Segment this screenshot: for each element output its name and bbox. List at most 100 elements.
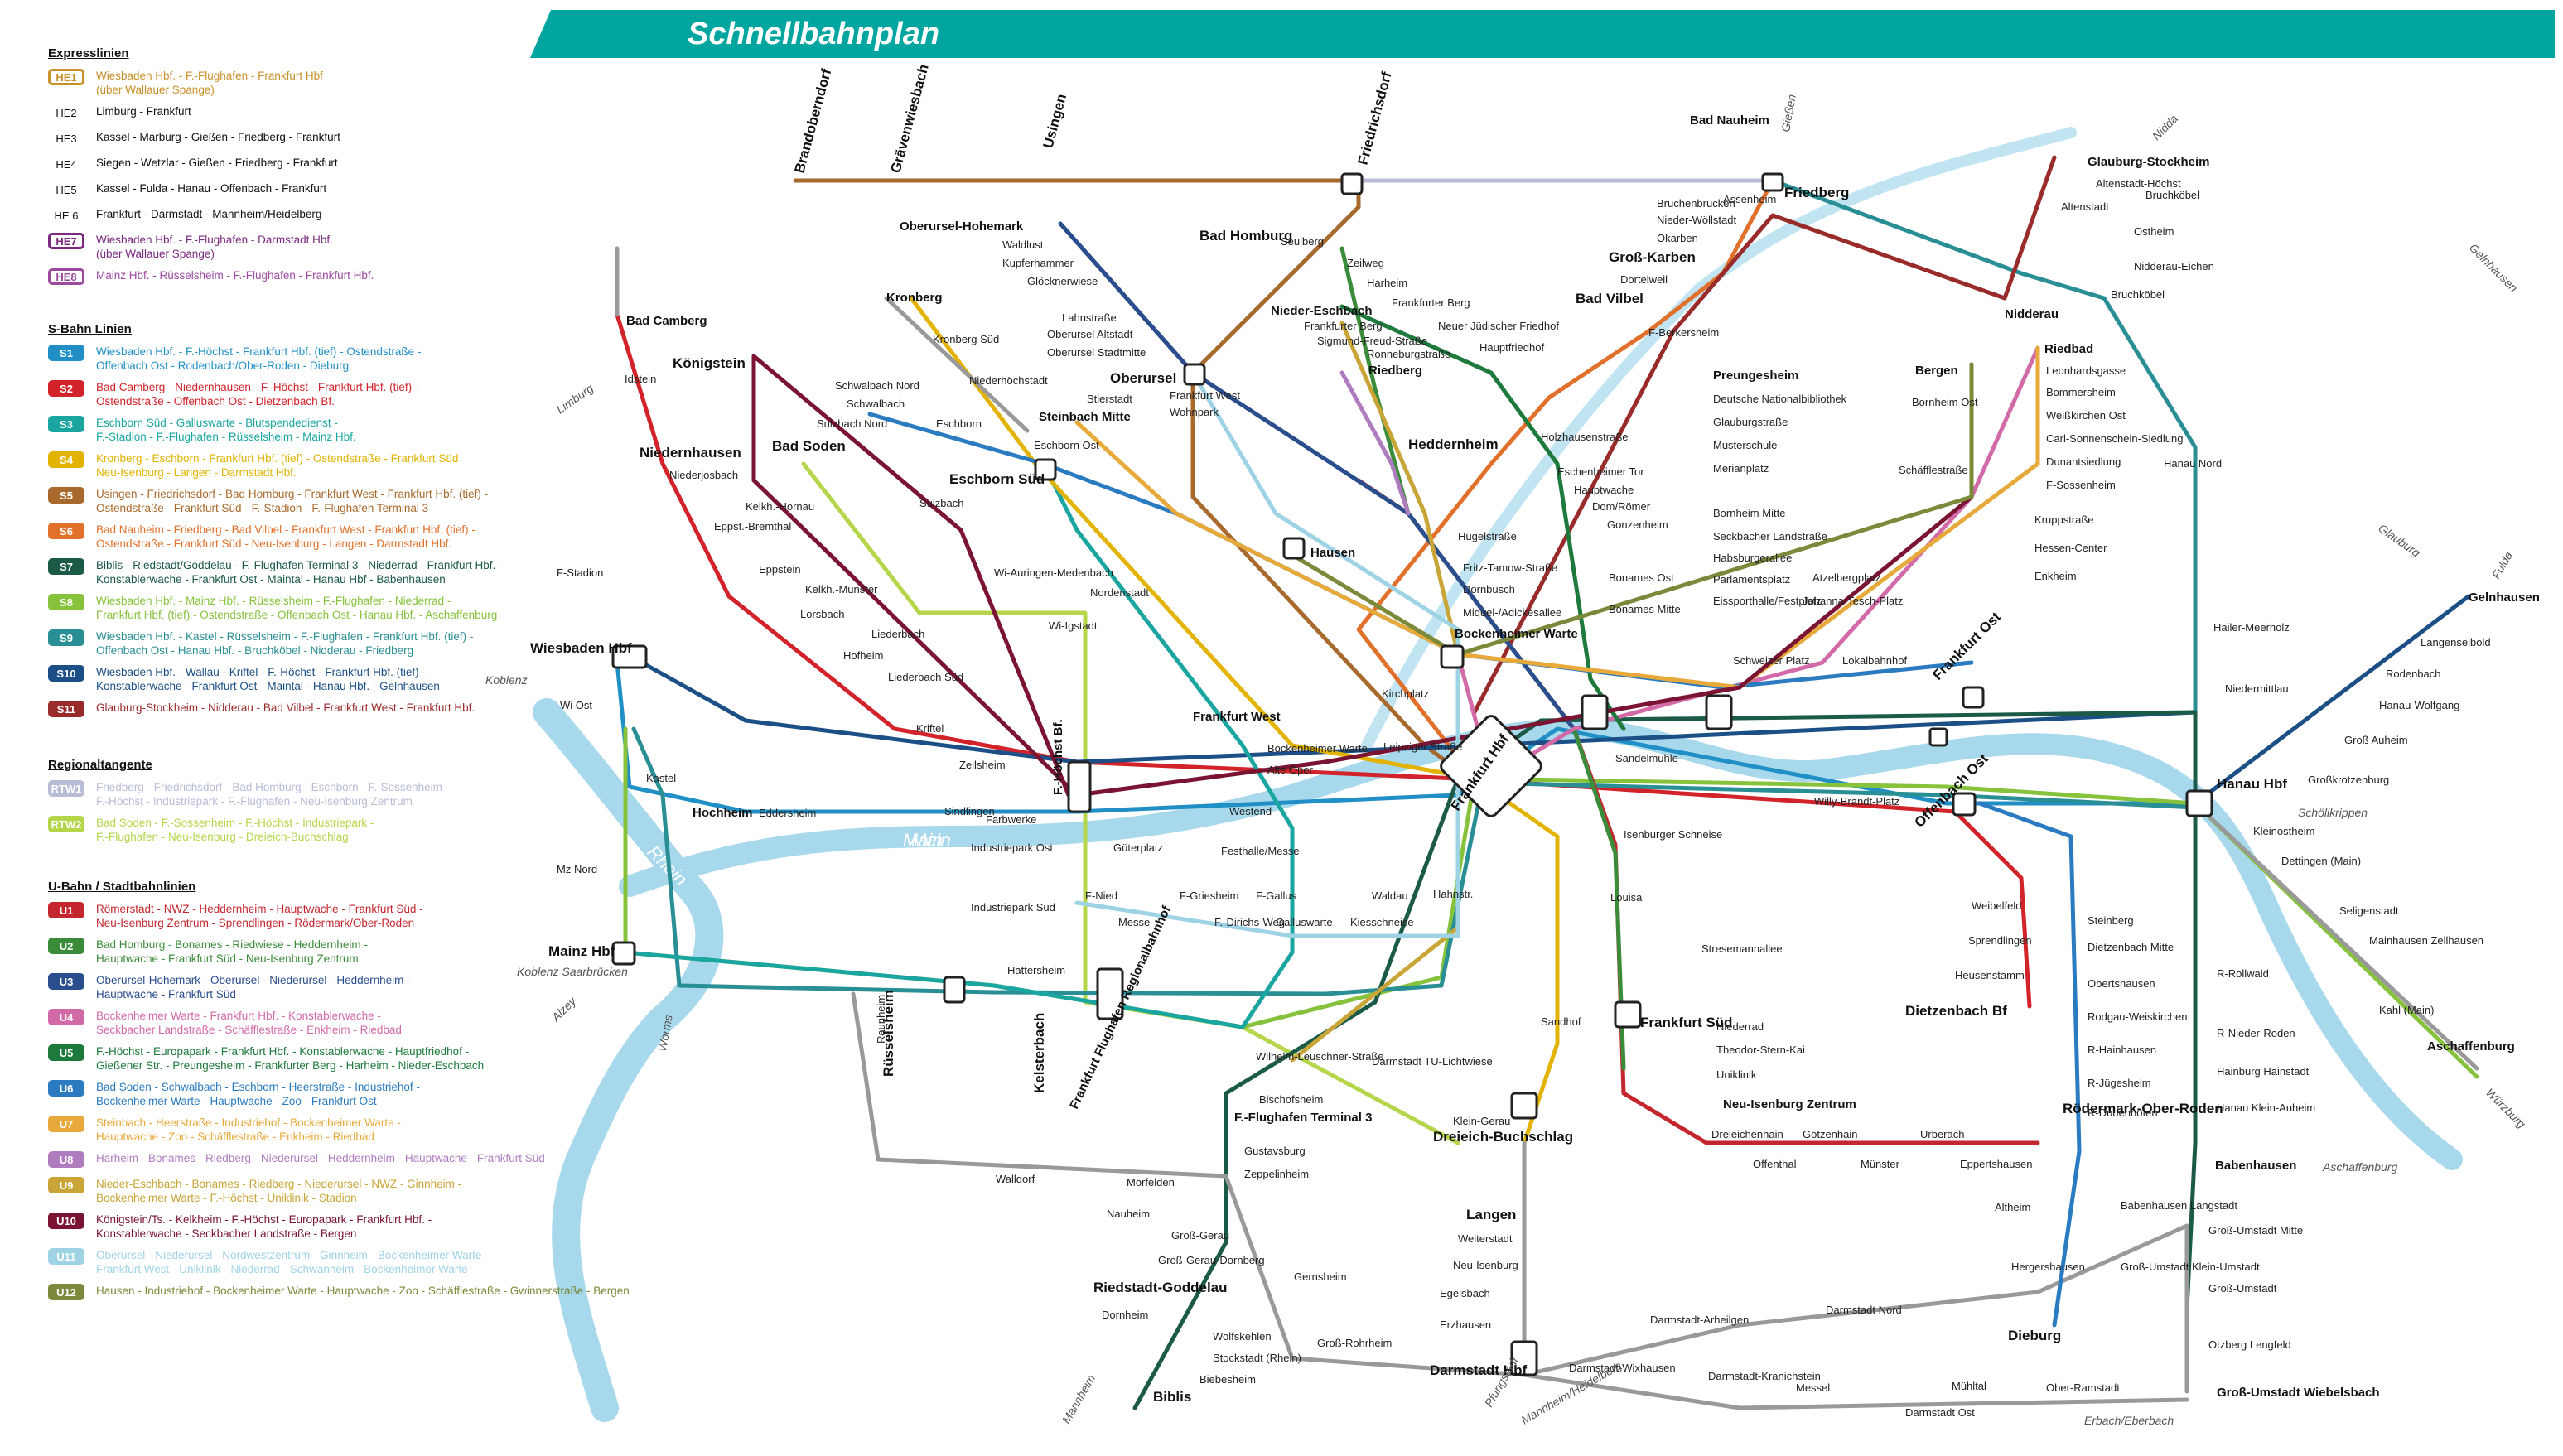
label-niederjosbach: Niederjosbach xyxy=(669,469,738,481)
label-hainburg: R-Nieder-Roden xyxy=(2217,1027,2295,1039)
line-south-darmstadt xyxy=(1522,1140,2189,1394)
station-flughafen[interactable] xyxy=(1096,967,1124,1020)
label-stockstadt: Dornheim xyxy=(1102,1309,1148,1321)
label-friedrichsdorf: Friedrichsdorf xyxy=(1355,70,1395,166)
label-weisskirchen-ost: Wohnpark xyxy=(1170,406,1219,418)
label-sossenheim: Wi-Igstadt xyxy=(1049,620,1098,632)
label-eppertshausen: Altheim xyxy=(1995,1201,2030,1213)
label-nidderau-top: Bruchköbel xyxy=(2145,189,2199,201)
express-line-description: Kassel - Marburg - Gießen - Friedberg - … xyxy=(96,131,340,143)
line-kronberg xyxy=(884,296,1030,433)
label-hoehenstrasse: Atzelbergplatz xyxy=(1812,571,1880,584)
ubahn-line-badge: U5 xyxy=(48,1044,84,1061)
label-babenhausen-langstadt: Groß-Umstadt Mitte xyxy=(2208,1224,2303,1237)
label-kastel: Kastel xyxy=(646,772,676,784)
station-hanau-hbf[interactable] xyxy=(2185,789,2213,817)
label-brandoberndorf: Brandoberndorf xyxy=(792,67,835,175)
label-schwalbach-nord: Schwalbach Nord xyxy=(835,379,919,392)
station-eschborn-sued[interactable] xyxy=(1034,458,1057,481)
station-frankfurt-west[interactable] xyxy=(1282,537,1306,560)
label-bad-vilbel: Bad Vilbel xyxy=(1576,291,1644,306)
label-altenstadt-lindheim: Altenstadt xyxy=(2061,200,2109,213)
station-offenbach-ost[interactable] xyxy=(1952,792,1977,817)
station-wiesbaden-hbf[interactable] xyxy=(611,644,648,669)
label-reinheim: Mühltal xyxy=(1952,1380,1986,1392)
label-bommersheim: Frankfurt West xyxy=(1170,389,1240,402)
label-wiesbaden-hbf: Wiesbaden Hbf xyxy=(530,640,632,656)
label-gross-karben: Groß-Karben xyxy=(1609,249,1696,265)
station-neu-isenburg[interactable] xyxy=(1510,1092,1538,1120)
express-line-badge: HE4 xyxy=(56,157,77,171)
station-darmstadt-hbf[interactable] xyxy=(1510,1340,1538,1376)
station-offenbach-center[interactable] xyxy=(1928,727,1948,747)
label-altenstadt: Ostheim xyxy=(2134,225,2174,238)
sbahn-line-badge: S7 xyxy=(48,558,84,575)
station-friedberg[interactable] xyxy=(1761,172,1784,192)
label-schweizer-platz: Louisa xyxy=(1610,891,1643,904)
label-stierstadt: Stierstadt xyxy=(1087,393,1132,405)
line-u12 xyxy=(1290,362,1974,657)
ubahn-line-description: Steinbach - Heerstraße - Industriehof - … xyxy=(96,1116,401,1143)
line-koenigstein xyxy=(751,354,1071,798)
dir-gelnhausen: Gelnhausen xyxy=(2467,241,2521,295)
station-bad-homburg[interactable] xyxy=(1340,172,1364,195)
express-line-badge: HE 6 xyxy=(54,209,79,222)
label-liederbach-sued: Liederbach Süd xyxy=(888,671,963,683)
sbahn-line-description: Glauburg-Stockheim - Nidderau - Bad Vilb… xyxy=(96,701,475,714)
label-dornheim: Groß-Gerau xyxy=(1171,1229,1229,1241)
station-bockenheimer-warte[interactable] xyxy=(1440,644,1465,669)
label-assenheim: Assenheim xyxy=(1723,193,1776,205)
label-huegelstrasse: Hauptwache xyxy=(1574,484,1634,496)
express-line-description: Limburg - Frankfurt xyxy=(96,105,191,118)
station-frankfurt-sued[interactable] xyxy=(1614,1000,1642,1029)
label-mainz-hbf: Mainz Hbf xyxy=(548,943,615,959)
station-frankfurt-ost[interactable] xyxy=(1962,686,1985,709)
label-glauburgstrasse: Parlamentsplatz xyxy=(1713,573,1790,586)
label-schaefflestrasse: F-Sossenheim xyxy=(2046,479,2116,491)
station-frankfurt-hbf[interactable] xyxy=(1438,713,1543,818)
station-rueselsheim[interactable] xyxy=(943,976,966,1004)
label-dfb-akademie: Darmstadt TU-Lichtwiese xyxy=(1372,1055,1493,1068)
label-ostheim: Hanau Nord xyxy=(2164,457,2222,470)
label-hausen: Hausen xyxy=(1310,546,1355,560)
label-eppstein: Eppstein xyxy=(759,563,801,576)
line-u7 xyxy=(1074,345,2040,690)
station-konstablerwache[interactable] xyxy=(1705,694,1733,730)
dir-nidda: Nidda xyxy=(2150,112,2180,142)
label-babenhausen: Babenhausen xyxy=(2215,1159,2296,1173)
legend-heading-regional: Regionaltangente xyxy=(48,758,152,772)
dir-koblenz: Koblenz xyxy=(485,673,528,687)
header-band xyxy=(530,10,2555,58)
label-erzhausen: Neu-Isenburg xyxy=(1453,1259,1518,1271)
sbahn-line-badge: S6 xyxy=(48,523,84,539)
label-neu-isenburg-zentrum: Neu-Isenburg Zentrum xyxy=(1723,1097,1856,1111)
legend-heading-ubahn: U-Bahn / Stadtbahnlinien xyxy=(48,880,196,894)
station-mainz-hbf[interactable] xyxy=(611,941,636,966)
label-roedelheim: Nordenstadt xyxy=(1090,586,1149,599)
label-dortelweil: Dortelweil xyxy=(1620,273,1668,286)
sbahn-line-badge: S3 xyxy=(48,416,84,432)
label-bruchenbruecken: Bruchenbrücken xyxy=(1657,197,1735,210)
label-gloecknerwiese: Glöcknerwiese xyxy=(1027,275,1098,287)
station-hauptwache[interactable] xyxy=(1581,694,1609,730)
station-hoechst[interactable] xyxy=(1067,760,1092,813)
label-aschaffenburg: Aschaffenburg xyxy=(2427,1039,2515,1053)
station-oberursel[interactable] xyxy=(1183,363,1206,386)
label-bergen-sued: Bornheim Ost xyxy=(1912,396,1978,408)
label-preungesheim: Preungesheim xyxy=(1713,369,1798,383)
label-hohemark: Oberursel-Hohemark xyxy=(900,219,1024,234)
label-eppst-bremthal: Eppst.-Bremthal xyxy=(714,520,791,533)
label-eschborn-ost: Eschborn Ost xyxy=(1034,439,1099,451)
label-bad-homburg: Bad Homburg xyxy=(1199,228,1292,243)
